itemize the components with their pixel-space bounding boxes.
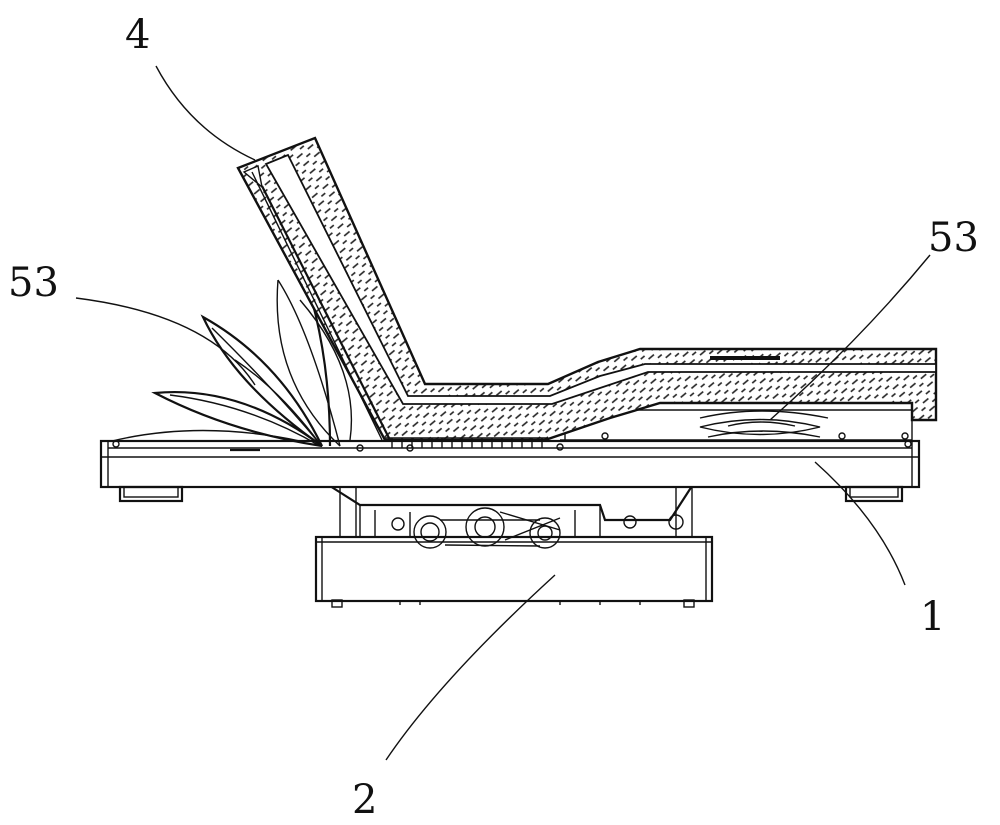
leader-2	[385, 574, 556, 761]
drive-unit	[314, 485, 714, 608]
label-53-right: 53	[928, 215, 979, 261]
label-2: 2	[352, 777, 377, 823]
label-53-left: 53	[8, 260, 59, 306]
leader-lines	[75, 65, 931, 761]
label-1: 1	[920, 594, 945, 640]
leader-53-left	[75, 297, 256, 386]
leader-1	[814, 461, 906, 586]
leader-4	[155, 65, 256, 161]
mattress	[236, 136, 938, 448]
label-4: 4	[125, 12, 150, 58]
leader-53-right	[769, 254, 931, 421]
bed-frame	[99, 432, 921, 503]
reference-labels: 4 53 53 1 2	[8, 12, 979, 823]
hinge-slats	[385, 437, 548, 448]
